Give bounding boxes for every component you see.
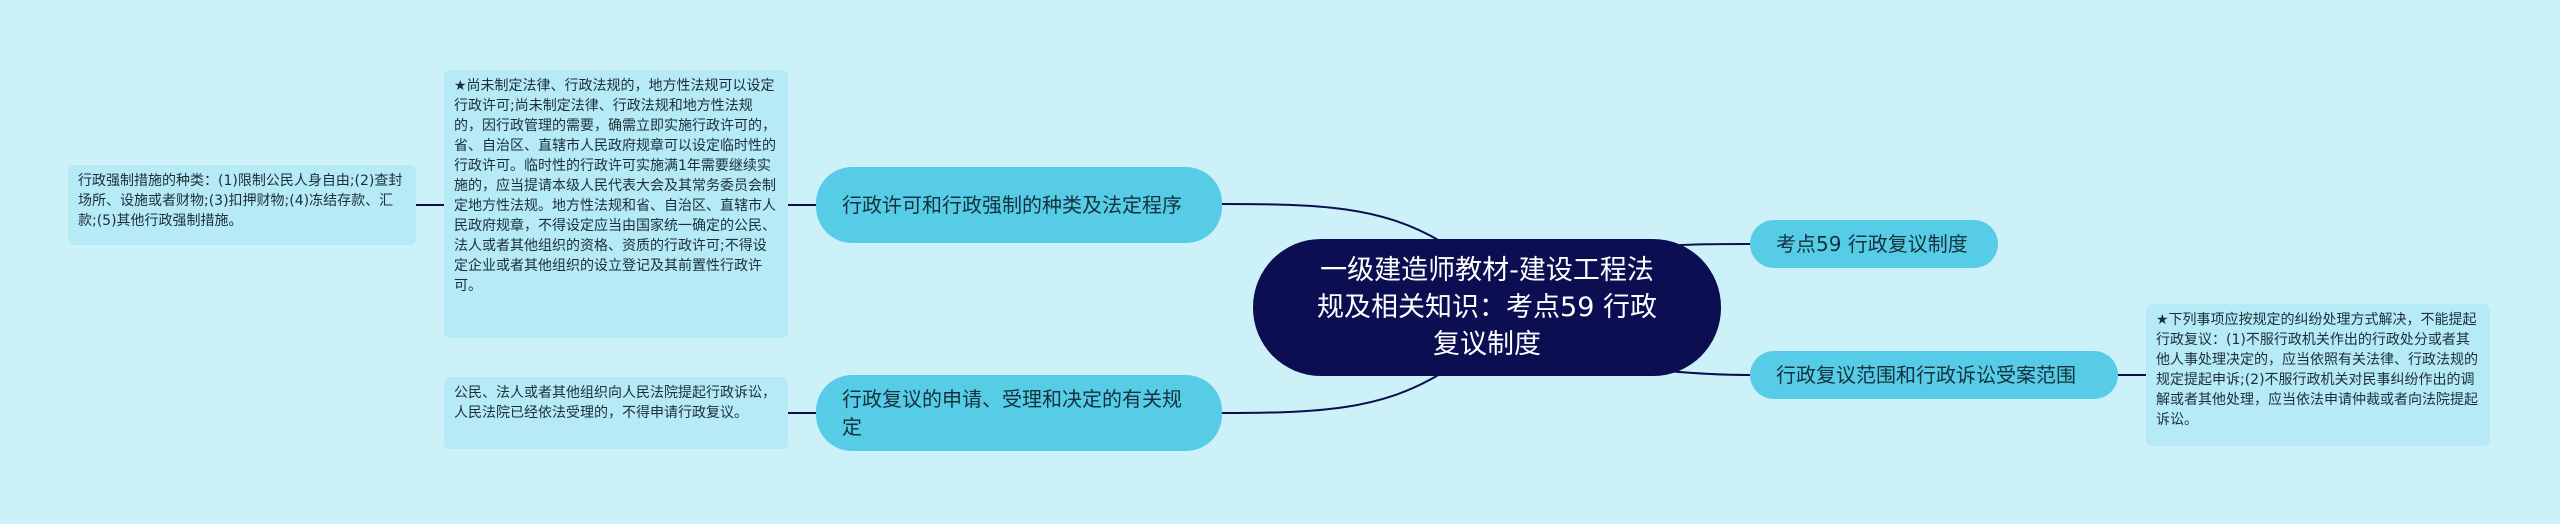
branch-administrative-licensing[interactable]: 行政许可和行政强制的种类及法定程序 (816, 167, 1222, 243)
branch-review-scope[interactable]: 行政复议范围和行政诉讼受案范围 (1750, 351, 2118, 399)
leaf-litigation-rule: 公民、法人或者其他组织向人民法院提起行政诉讼，人民法院已经依法受理的，不得申请行… (444, 377, 788, 449)
leaf-enforcement-measures: 行政强制措施的种类：(1)限制公民人身自由;(2)查封场所、设施或者财物;(3)… (68, 165, 416, 245)
link-root-b4 (1667, 370, 1751, 376)
link-root-b1 (1221, 203, 1441, 242)
leaf-licensing-detail: ★尚未制定法律、行政法规的，地方性法规可以设定行政许可;尚未制定法律、行政法规和… (444, 70, 788, 338)
branch-review-application[interactable]: 行政复议的申请、受理和决定的有关规定 (816, 375, 1222, 451)
link-root-b2 (1221, 373, 1441, 414)
leaf-review-exclusions: ★下列事项应按规定的纠纷处理方式解决，不能提起行政复议：(1)不服行政机关作出的… (2146, 304, 2490, 446)
root-topic[interactable]: 一级建造师教材-建设工程法规及相关知识：考点59 行政复议制度 (1253, 239, 1721, 376)
branch-topic-59[interactable]: 考点59 行政复议制度 (1750, 220, 1998, 268)
